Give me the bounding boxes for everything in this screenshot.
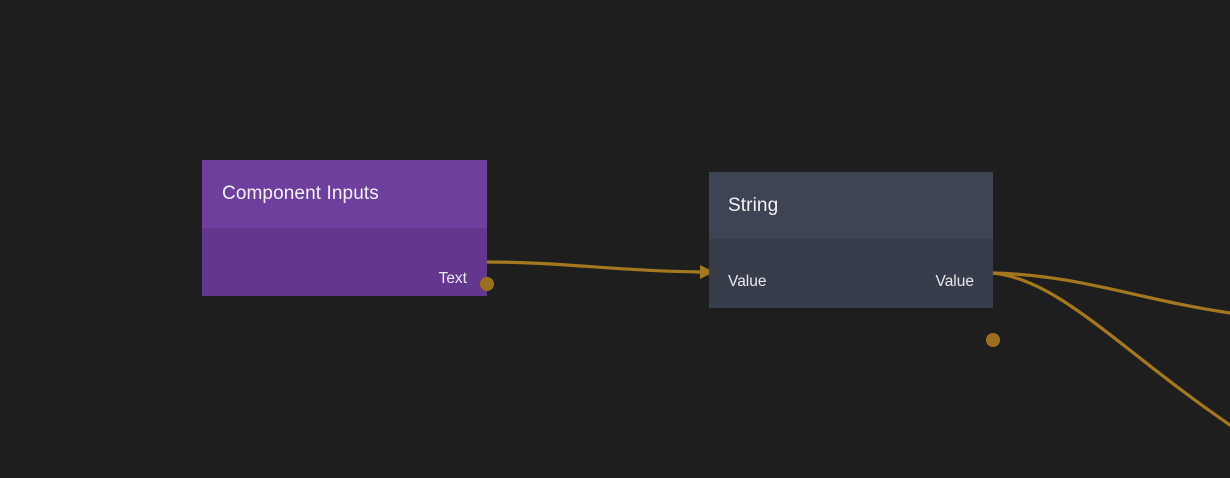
port-label-value-input: Value — [728, 273, 767, 290]
node-body-string: Value Value — [709, 239, 1000, 347]
node-title: String — [728, 194, 779, 216]
node-header-string[interactable]: String — [709, 172, 993, 239]
text-output-port[interactable] — [480, 277, 494, 291]
edge-value-out-lower — [991, 271, 1230, 427]
node-header-component-inputs[interactable]: Component Inputs — [202, 160, 487, 228]
edge-text-to-value — [486, 260, 702, 274]
node-string[interactable]: String Value Value — [709, 172, 1000, 347]
edge-value-out-upper — [991, 271, 1230, 315]
port-label-text: Text — [438, 270, 467, 287]
node-component-inputs[interactable]: Component Inputs Text — [202, 160, 494, 296]
port-row-text: Text — [202, 270, 487, 288]
node-title: Component Inputs — [222, 183, 379, 204]
port-label-value-output: Value — [935, 273, 975, 290]
value-output-port[interactable] — [986, 333, 1000, 347]
port-row-value: Value Value — [709, 273, 993, 291]
node-body-component-inputs: Text — [202, 228, 494, 296]
